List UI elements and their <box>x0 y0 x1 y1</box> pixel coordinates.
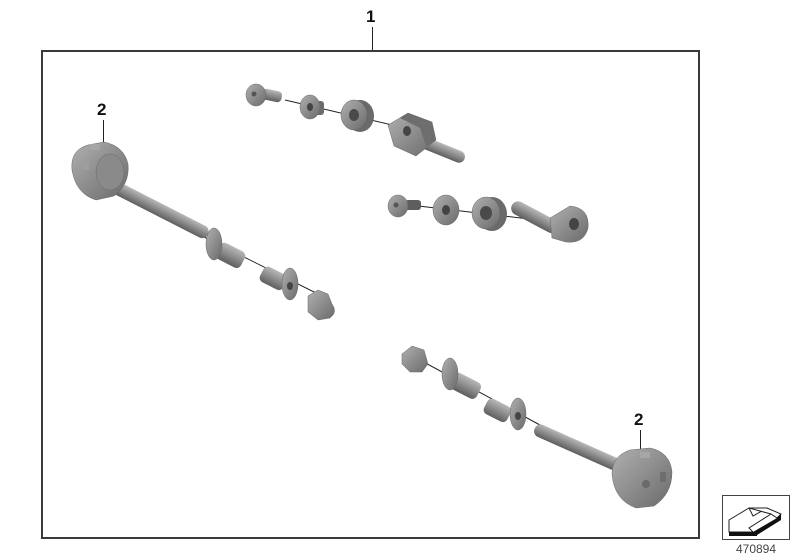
callout-2-right-label[interactable]: 2 <box>634 410 644 429</box>
flanged-bushing-icon <box>483 397 527 431</box>
callout-1-label[interactable]: 1 <box>366 7 376 26</box>
knob-icon <box>71 141 129 201</box>
flanged-bushing-icon <box>259 266 299 301</box>
eye-bracket-pin-icon <box>511 201 589 243</box>
cap-nut-icon <box>401 345 429 373</box>
callout-2-right-leader <box>640 430 641 450</box>
cap-nut-icon <box>307 289 335 321</box>
knob-icon <box>611 447 673 509</box>
square-bracket-pin-icon <box>387 112 465 163</box>
screw-icon <box>387 194 421 218</box>
left-knob-bolt-set[interactable] <box>71 141 335 321</box>
arrow-down-left-icon <box>728 507 782 536</box>
flanged-sleeve-icon <box>441 357 482 399</box>
callout-1-leader <box>372 27 373 50</box>
reference-number: 470894 <box>735 542 777 556</box>
callout-2-left-leader <box>103 120 104 142</box>
bolt-shaft-icon <box>534 424 627 474</box>
bolt-shaft-icon <box>108 180 209 239</box>
rubber-grommet-icon <box>340 99 374 132</box>
flanged-sleeve-icon <box>205 227 246 269</box>
button-head-screw-icon <box>245 83 283 107</box>
upper-bracket-set[interactable] <box>245 83 467 165</box>
right-knob-bolt-set[interactable] <box>401 345 673 509</box>
orientation-icon-box <box>722 495 790 540</box>
grommet-icon <box>471 196 507 231</box>
diagram-frame <box>41 50 700 539</box>
washer-icon <box>432 194 460 226</box>
flanged-bushing-icon <box>299 94 324 120</box>
callout-2-left-label[interactable]: 2 <box>97 100 107 119</box>
middle-bracket-set[interactable] <box>387 194 589 243</box>
